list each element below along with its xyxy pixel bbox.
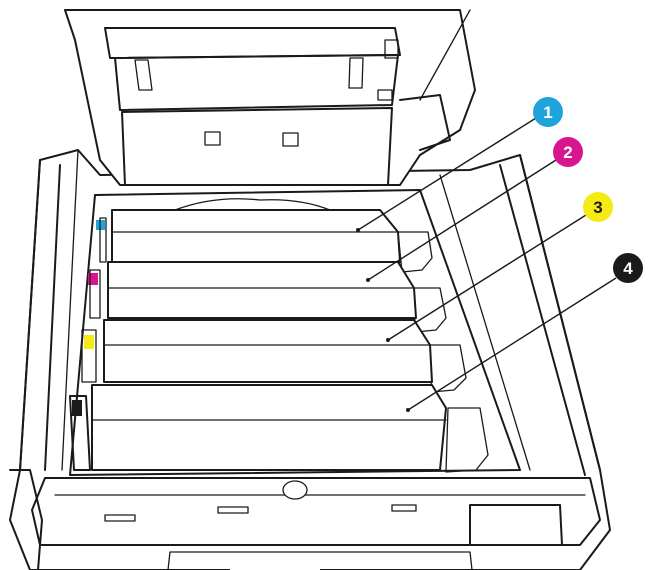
- control-panel: [167, 551, 473, 570]
- leader-line-3: [387, 214, 587, 341]
- callout-badge-4: [613, 253, 643, 283]
- callout-number-4: 4: [623, 259, 633, 278]
- toner-cartridge-black: [69, 384, 489, 473]
- leader-dot-2: [366, 278, 370, 282]
- drum-accent-black: [445, 407, 489, 473]
- leader-dot-3: [386, 338, 390, 342]
- callouts: 1 2 3 4: [533, 97, 643, 283]
- callout-badge-3: [583, 192, 613, 222]
- toner-cartridge-magenta: [88, 261, 447, 333]
- callout-leaders: [356, 117, 617, 412]
- leader-line-4: [407, 277, 617, 411]
- leader-line-1: [357, 117, 537, 231]
- front-panel: [9, 469, 601, 570]
- tab-magenta: [88, 273, 98, 285]
- toner-cartridge-cyan: [96, 209, 433, 273]
- callout-number-2: 2: [563, 143, 572, 162]
- leader-line-2: [367, 159, 557, 281]
- toner-cartridge-yellow: [81, 319, 467, 393]
- leader-dot-1: [356, 228, 360, 232]
- callout-number-1: 1: [543, 103, 552, 122]
- drum-accent-cyan: [397, 231, 433, 273]
- callout-number-3: 3: [593, 198, 602, 217]
- tab-black: [72, 400, 82, 416]
- callout-badge-1: [533, 97, 563, 127]
- tab-yellow: [84, 335, 94, 349]
- top-cover: [64, 9, 476, 186]
- callout-badge-2: [553, 137, 583, 167]
- leader-dot-4: [406, 408, 410, 412]
